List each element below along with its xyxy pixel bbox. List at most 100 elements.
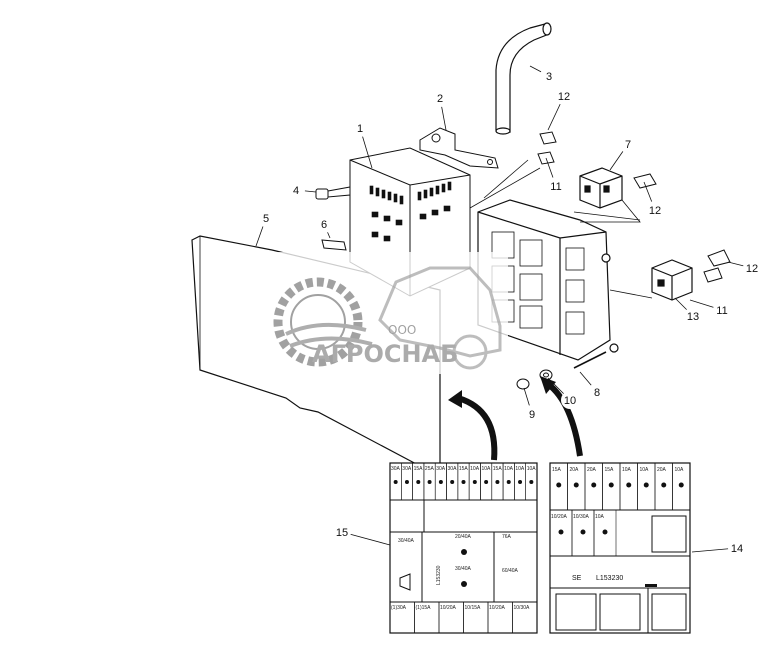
fuse-rating: 10A xyxy=(595,514,605,520)
callout-bubble xyxy=(588,383,606,401)
watermark-prefix: ООО xyxy=(388,323,416,337)
fuse-symbol-icon xyxy=(416,480,421,484)
panel14-top-row: 15A 20A 20A 15A 10A 10A 20A 10A xyxy=(549,462,691,511)
fuse-rating: 10A xyxy=(622,467,632,473)
mounting-bracket xyxy=(419,127,499,169)
callout-7: 7 xyxy=(625,139,631,151)
fuse-rating: 15A xyxy=(552,467,562,473)
fuse-rating: 10/20A xyxy=(440,605,457,611)
callout-8: 8 xyxy=(594,387,600,399)
fuse-symbol-icon xyxy=(580,529,586,535)
panel15-label-r2: 20/40A xyxy=(455,534,472,540)
relay-7 xyxy=(579,167,623,209)
callout-bubble xyxy=(713,301,731,319)
fuse-rating: (1)30A xyxy=(391,605,407,611)
fuse-rating: 10/20A xyxy=(551,514,568,520)
callout-12: 12 xyxy=(558,91,570,103)
watermark-name: АГРОСНАБ xyxy=(312,340,458,368)
callout-bubble xyxy=(561,391,579,409)
callout-14: 14 xyxy=(731,543,743,555)
fuse-rating: 10A xyxy=(481,466,491,472)
fuse-symbol-icon xyxy=(404,480,409,484)
panel14-mid-row: 10/20A 10/30A 10A xyxy=(549,509,617,557)
fuse-symbol-icon xyxy=(556,482,562,488)
callout-12: 12 xyxy=(746,263,758,275)
fuse-symbol-icon xyxy=(626,482,632,488)
fuse-rating: 20A xyxy=(657,467,667,473)
fuse-rating: 15A xyxy=(459,466,469,472)
fuse-slot xyxy=(593,509,617,557)
horn-icon xyxy=(399,573,411,591)
fuse-symbol-icon xyxy=(529,480,534,484)
fuse-symbol-icon xyxy=(450,480,455,484)
panel15-part-no: L153230 xyxy=(436,565,442,585)
panel15-label-r1: 30/40A xyxy=(398,538,415,544)
callout-bubble xyxy=(523,405,541,423)
fuse-rating: 30A xyxy=(402,466,412,472)
fuse-rating: 10A xyxy=(470,466,480,472)
curved-arrows xyxy=(457,381,583,461)
relay-13 xyxy=(651,259,693,301)
wiring-lines xyxy=(469,159,653,299)
callout-bubble xyxy=(547,177,565,195)
fuse-symbol-icon xyxy=(506,480,511,484)
callout-bubble xyxy=(684,307,702,325)
fuse-symbol-icon xyxy=(643,482,649,488)
fuse-rating: 30A xyxy=(436,466,446,472)
callout-bubble xyxy=(619,135,637,153)
lamp-icon-2 xyxy=(461,581,467,587)
callout-13: 13 xyxy=(687,311,699,323)
fuse-rating: 10/30A xyxy=(573,514,590,520)
fuse-symbol-icon xyxy=(602,529,608,535)
callout-bubble xyxy=(287,181,305,199)
callout-5: 5 xyxy=(263,213,269,225)
fuse-rating: 20A xyxy=(570,467,580,473)
fuse-symbol-icon xyxy=(461,480,466,484)
callout-bubble xyxy=(555,87,573,105)
callout-12: 12 xyxy=(649,205,661,217)
fuse-rating: 10A xyxy=(675,467,685,473)
fuse-symbol-icon xyxy=(558,529,564,535)
fuse-rating: 10A xyxy=(504,466,514,472)
fuse-symbol-icon xyxy=(608,482,614,488)
callout-6: 6 xyxy=(321,219,327,231)
fuse-symbol-icon xyxy=(393,480,398,484)
callout-bubble xyxy=(315,215,333,233)
fuse-symbol-icon xyxy=(495,480,500,484)
fuse-slot xyxy=(672,462,691,511)
callout-bubble xyxy=(646,201,664,219)
relay-board xyxy=(477,199,619,369)
panel14-side-text: SE xyxy=(572,575,582,582)
callout-4: 4 xyxy=(293,185,299,197)
callout-bubble xyxy=(743,259,761,277)
lamp-icon xyxy=(461,549,467,555)
connector-clip xyxy=(321,239,347,251)
fuse-symbol-icon xyxy=(661,482,667,488)
fuse-symbol-icon xyxy=(427,480,432,484)
callout-3: 3 xyxy=(546,71,552,83)
fuse-rating: 15A xyxy=(493,466,503,472)
fuse-rating: 10/30A xyxy=(514,605,531,611)
fuse-rating: 20A xyxy=(587,467,597,473)
fuse-rating: 10A xyxy=(515,466,525,472)
callout-1: 1 xyxy=(357,123,363,135)
fuse-symbol-icon xyxy=(484,480,489,484)
fuse-rating: 25A xyxy=(425,466,435,472)
fuse-rating: 15A xyxy=(605,467,615,473)
fuse-rating: 10/15A xyxy=(465,605,482,611)
panel15-label-r5: 60/40A xyxy=(502,568,519,574)
fuse-rating: (1)15A xyxy=(416,605,432,611)
fuse-symbol-icon xyxy=(472,480,477,484)
fuse-slot xyxy=(525,462,538,501)
fuse-symbol-icon xyxy=(438,480,443,484)
callout-10: 10 xyxy=(564,395,576,407)
panel15-label-r4: 76A xyxy=(502,534,512,540)
panel15-label-r3: 30/40A xyxy=(455,566,472,572)
fuse-rating: 10A xyxy=(640,467,650,473)
vent-pipe xyxy=(495,22,552,135)
fuse-rating: 30A xyxy=(448,466,458,472)
callout-2: 2 xyxy=(437,93,443,105)
